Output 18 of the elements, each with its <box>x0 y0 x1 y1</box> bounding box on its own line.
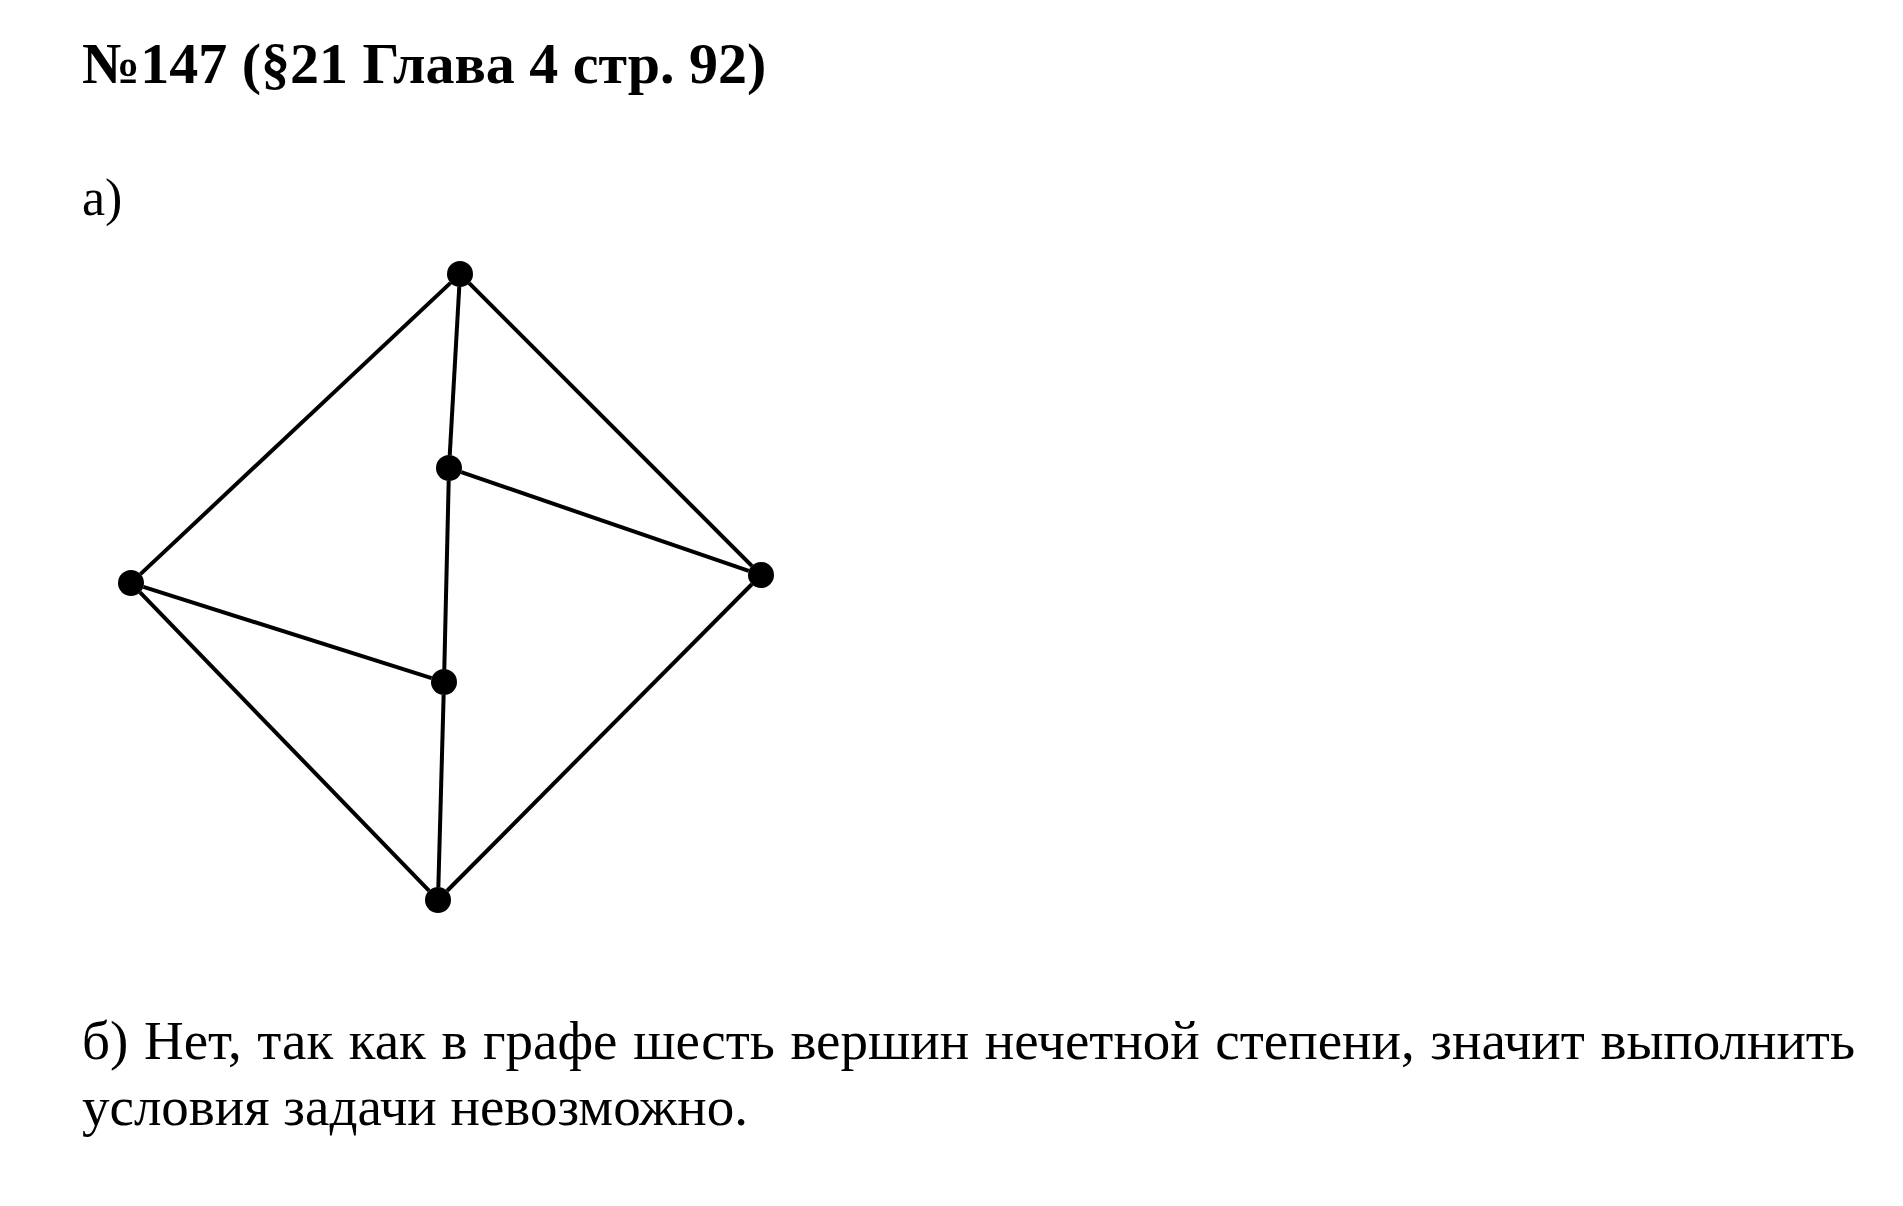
graph-edge <box>138 590 431 893</box>
vertex-dot <box>447 261 473 287</box>
graph-edge <box>447 286 462 456</box>
vertex-dot <box>431 669 457 695</box>
graph-edge <box>442 480 451 670</box>
graph-edge <box>467 281 754 568</box>
vertex-dot <box>748 562 774 588</box>
graph-edge <box>460 470 750 573</box>
part-label: а) <box>82 168 123 227</box>
graph-edge <box>142 585 433 680</box>
heading: №147 (§21 Глава 4 стр. 92) <box>82 30 767 97</box>
vertex-dot <box>436 455 462 481</box>
graph-edge <box>139 281 452 576</box>
vertex-dot <box>118 570 144 596</box>
graph-edge <box>436 694 446 888</box>
graph-edge <box>445 582 754 893</box>
vertex-dot <box>425 887 451 913</box>
answer-text: б) Нет, так как в графе шесть вершин нечетной степени, значит выполнить условия задачи невозможно. <box>82 1009 1855 1139</box>
